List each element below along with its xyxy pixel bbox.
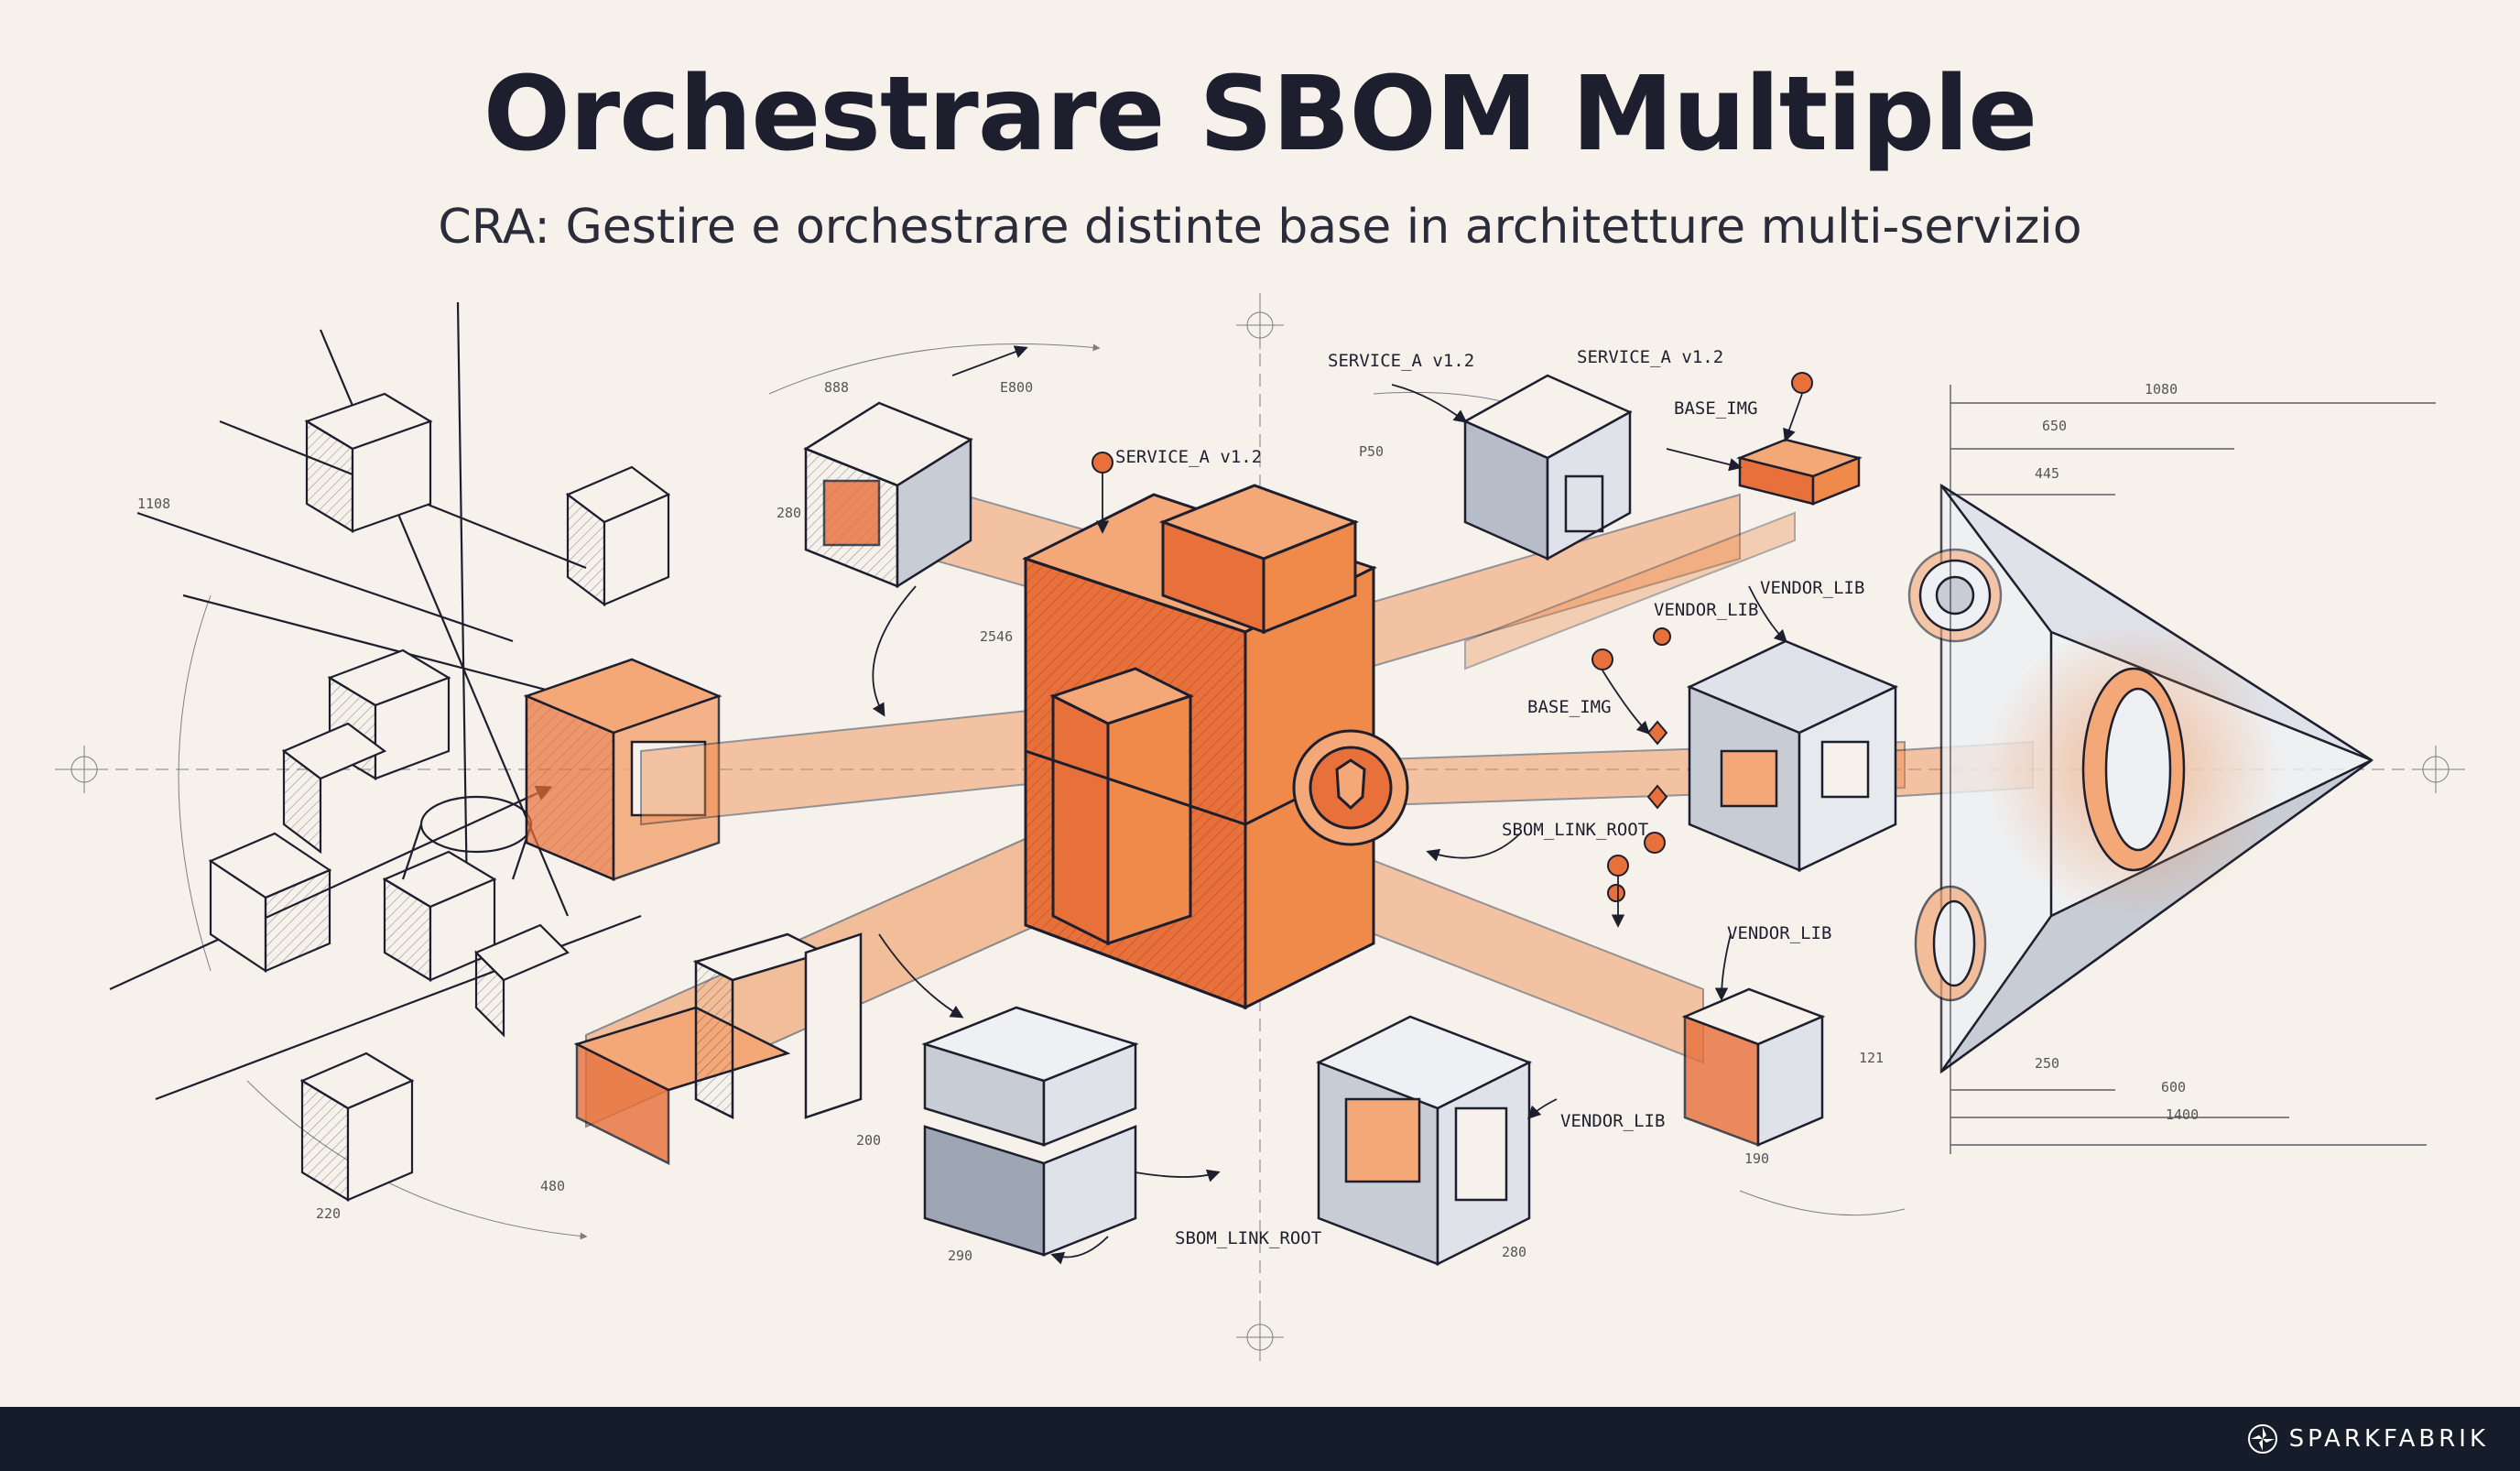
label-base-img-mid: BASE_IMG — [1527, 697, 1612, 717]
dim-280-bottom: 280 — [1502, 1244, 1526, 1260]
dim-200: 200 — [856, 1132, 881, 1149]
dim-220: 220 — [316, 1205, 341, 1222]
page-title: Orchestrare SBOM Multiple — [483, 55, 2037, 174]
bottom-left-beam-block — [573, 932, 863, 1166]
dim-650: 650 — [2042, 418, 2067, 434]
dim-p50: P50 — [1359, 443, 1384, 460]
base-img-cube-top — [1462, 374, 1633, 561]
label-vendor-lib-1: VENDOR_LIB — [1760, 578, 1864, 598]
dimension-lines-right — [1950, 385, 2436, 1154]
brand-logo: SPARKFABRIK — [2247, 1423, 2489, 1455]
label-service-a-top-right: SERVICE_A v1.2 — [1577, 347, 1723, 367]
sparkfabrik-logo-icon — [2247, 1424, 2277, 1454]
brand-name: SPARKFABRIK — [2288, 1425, 2489, 1453]
page-subtitle: CRA: Gestire e orchestrare distinte base… — [438, 200, 2082, 255]
label-sbom-link-root-1: SBOM_LINK_ROOT — [1502, 820, 1648, 840]
connector-nodes — [1092, 372, 1813, 902]
annotation-arrows — [872, 345, 1803, 1265]
dimension-labels: 1080 650 445 250 600 1400 888 E800 P50 2… — [137, 379, 2199, 1264]
dim-1400: 1400 — [2166, 1106, 2199, 1123]
label-vendor-lib-2: VENDOR_LIB — [1654, 600, 1758, 620]
sbom-output-pyramid — [1907, 483, 2374, 1074]
sbom-link-root-cube — [921, 1006, 1139, 1257]
vendor-lib-cube-bottom — [1315, 1015, 1533, 1267]
dim-250: 250 — [2035, 1055, 2059, 1072]
small-orange-cube — [1735, 438, 1863, 506]
vendor-lib-cube-bottom-right — [1681, 987, 1826, 1147]
label-service-a-top: SERVICE_A v1.2 — [1328, 351, 1474, 371]
label-service-a-mid: SERVICE_A v1.2 — [1115, 447, 1262, 467]
footer-bar: SPARKFABRIK — [0, 1407, 2520, 1471]
dim-445: 445 — [2035, 465, 2059, 482]
component-labels: SERVICE_A v1.2 SERVICE_A v1.2 SERVICE_A … — [1115, 347, 1864, 1248]
dim-1108: 1108 — [137, 496, 170, 512]
dim-190: 190 — [1744, 1150, 1769, 1167]
label-sbom-link-root-2: SBOM_LINK_ROOT — [1175, 1228, 1321, 1248]
exploded-components-cluster — [109, 301, 671, 1202]
dim-1080: 1080 — [2145, 381, 2178, 398]
central-orange-cube — [1022, 484, 1409, 1010]
dim-888: 888 — [824, 379, 849, 396]
dim-280: 280 — [777, 505, 801, 521]
dim-480: 480 — [540, 1178, 565, 1194]
dim-290: 290 — [948, 1248, 972, 1264]
label-vendor-lib-3: VENDOR_LIB — [1727, 923, 1831, 943]
vendor-lib-cube-right — [1686, 639, 1899, 872]
dim-2546: 2546 — [980, 628, 1013, 645]
label-vendor-lib-4: VENDOR_LIB — [1560, 1111, 1665, 1131]
label-base-img-top: BASE_IMG — [1674, 398, 1758, 419]
dim-e800: E800 — [1000, 379, 1033, 396]
dim-121: 121 — [1859, 1050, 1884, 1066]
service-cube-top-left — [803, 401, 973, 589]
dim-600: 600 — [2161, 1079, 2186, 1095]
left-orange-block — [523, 658, 722, 881]
sbom-orchestration-diagram: SERVICE_A v1.2 SERVICE_A v1.2 SERVICE_A … — [55, 293, 2472, 1361]
